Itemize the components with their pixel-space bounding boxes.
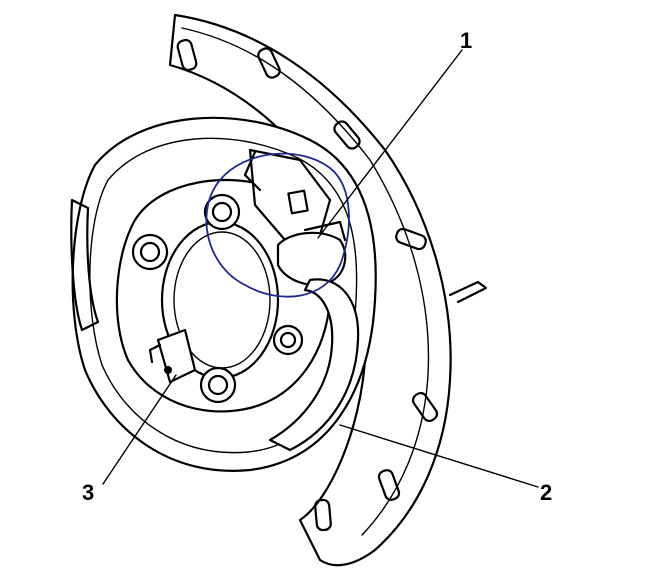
callout-3: 3 [82,480,94,505]
leader-line-2 [339,424,539,488]
callout-1: 1 [460,28,472,53]
highlight-circle [205,152,350,298]
shoe-retainer-clip [148,328,197,384]
leader-line-1 [317,49,463,239]
callout-2: 2 [540,480,552,505]
brake-shoe [268,278,360,452]
leader-line-3 [102,374,177,485]
